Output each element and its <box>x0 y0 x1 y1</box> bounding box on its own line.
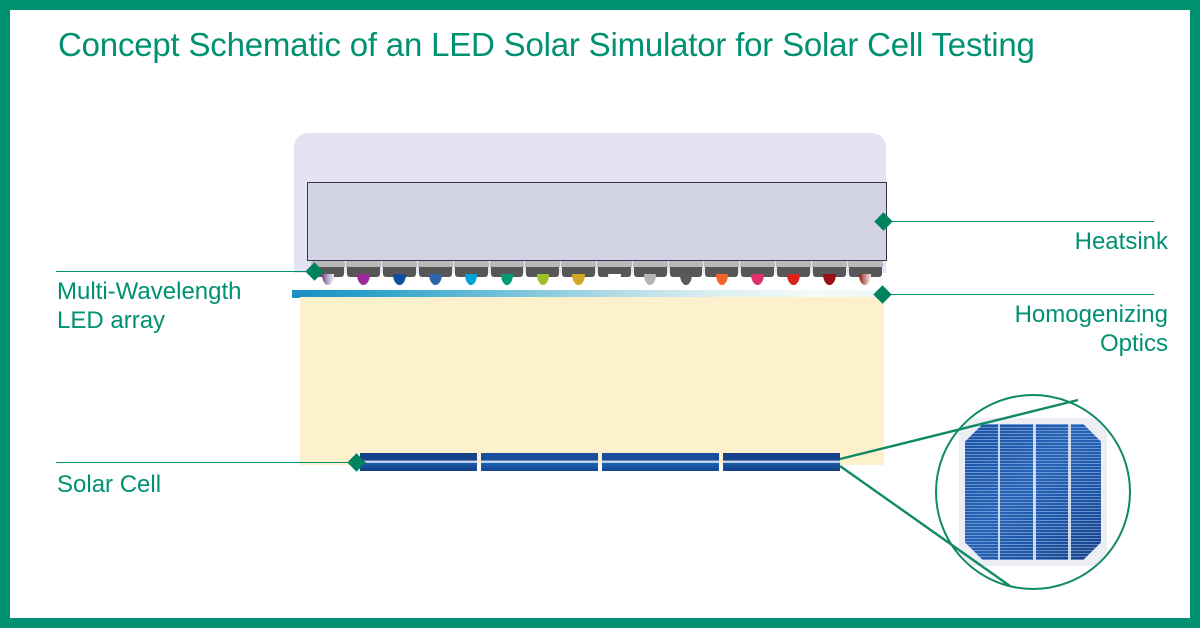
solar-cell-busbar <box>997 424 1001 560</box>
led-body <box>311 267 345 277</box>
led-body <box>741 267 775 277</box>
led-deep-red-dome <box>823 274 836 285</box>
led-cap <box>489 261 525 267</box>
led-body <box>526 267 560 277</box>
led-body <box>490 267 524 277</box>
led-cap <box>597 261 632 267</box>
led-cap <box>417 261 453 267</box>
solar-cell-segment <box>602 453 719 471</box>
homogenizing-optics-bar <box>292 290 884 298</box>
led-cyan-dome <box>464 274 478 285</box>
led-pink <box>740 261 776 287</box>
light-beam <box>300 297 884 465</box>
led-white-dome <box>608 274 621 285</box>
led-infrared <box>847 261 883 287</box>
led-cap <box>704 261 740 267</box>
led-body <box>454 267 488 277</box>
solar-cell-closeup <box>935 394 1131 590</box>
led-uv <box>310 261 346 287</box>
led-body <box>418 267 452 277</box>
led-red-dome <box>787 274 800 285</box>
led-cap <box>346 261 382 267</box>
led-white <box>597 261 632 287</box>
page-title: Concept Schematic of an LED Solar Simula… <box>58 26 1035 63</box>
led-cap <box>525 261 561 267</box>
led-body <box>705 267 739 277</box>
led-blue <box>417 261 453 287</box>
led-body <box>383 267 416 277</box>
led-cap <box>382 261 417 267</box>
led-cap <box>740 261 776 267</box>
led-red <box>776 261 811 287</box>
led-violet-dome <box>357 274 370 285</box>
solar-cell-segment <box>481 453 598 471</box>
led-cap <box>811 261 847 267</box>
led-body <box>562 267 595 277</box>
led-warm-gray-dome <box>679 274 693 285</box>
led-green-dome <box>500 274 514 285</box>
label-homogenizing-optics: Homogenizing Optics <box>1014 301 1168 357</box>
led-cap <box>453 261 489 267</box>
solar-cell-surface <box>965 424 1101 560</box>
led-infrared-dome <box>858 274 872 285</box>
led-body <box>633 267 667 277</box>
solar-cell-segment <box>360 453 477 471</box>
led-uv-dome <box>321 274 335 285</box>
led-yellow-green <box>525 261 561 287</box>
led-orange-dome <box>715 274 729 285</box>
led-cap <box>310 261 346 267</box>
led-cool-white <box>632 261 668 287</box>
solar-cell-strip <box>360 453 840 471</box>
led-cap <box>632 261 668 267</box>
led-body <box>812 267 846 277</box>
led-body <box>848 267 882 277</box>
led-body <box>777 267 810 277</box>
leader-line-solar-cell <box>56 462 366 463</box>
led-cyan <box>453 261 489 287</box>
led-amber <box>561 261 596 287</box>
led-yellow-green-dome <box>536 274 550 285</box>
led-green <box>489 261 525 287</box>
solar-cell-segment <box>723 453 840 471</box>
led-deep-blue-dome <box>393 274 406 285</box>
solar-cell-busbar <box>1068 424 1071 560</box>
multi-wavelength-led-array <box>310 261 883 287</box>
led-body <box>347 267 381 277</box>
label-led-array: Multi-Wavelength LED array <box>57 278 242 334</box>
led-deep-blue <box>382 261 417 287</box>
led-body <box>669 267 703 277</box>
solar-cell-photo <box>959 418 1107 566</box>
solar-cell-busbar <box>1033 424 1036 560</box>
led-pink-dome <box>751 274 764 285</box>
leader-line-heatsink <box>886 221 1154 222</box>
led-blue-dome <box>429 274 442 285</box>
led-cap <box>668 261 704 267</box>
leader-line-led-array <box>56 271 318 272</box>
led-body <box>598 267 631 277</box>
led-orange <box>704 261 740 287</box>
led-deep-red <box>811 261 847 287</box>
leader-line-homogenizing-optics <box>884 294 1154 295</box>
label-solar-cell: Solar Cell <box>57 471 162 498</box>
led-violet <box>346 261 382 287</box>
led-cool-white-dome <box>643 274 657 285</box>
led-cap <box>561 261 596 267</box>
led-cap <box>847 261 883 267</box>
label-heatsink: Heatsink <box>1074 228 1168 255</box>
led-warm-gray <box>668 261 704 287</box>
led-cap <box>776 261 811 267</box>
led-amber-dome <box>572 274 585 285</box>
heatsink-plate <box>307 182 887 261</box>
